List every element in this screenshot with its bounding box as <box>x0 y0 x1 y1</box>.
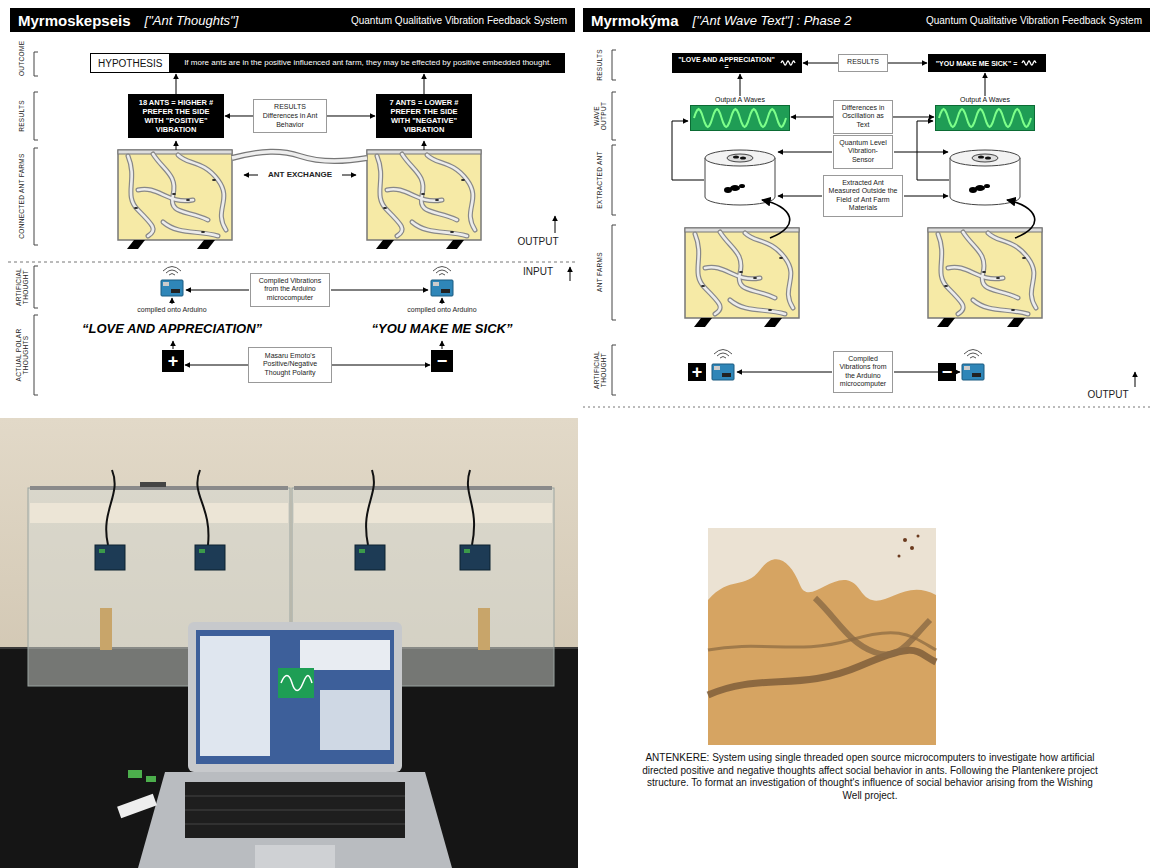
connector-arrow <box>176 74 177 94</box>
node-text: Myrmokýma <box>591 12 679 29</box>
node-text: Output A Waves <box>715 96 765 103</box>
wave-line <box>781 61 795 65</box>
connector-arrow <box>327 115 375 116</box>
node-text: HYPOTHESIS <box>90 53 170 73</box>
section-label: ACTUAL POLAR THOUGHTS <box>15 316 30 394</box>
node-text: Masaru Emoto's Positive/Negative Thought… <box>253 352 327 377</box>
wave-symbol <box>937 106 1033 130</box>
info-box: RESULTSDifferences in Ant Behavior <box>253 99 327 133</box>
node-text: − <box>437 352 448 370</box>
connector-arrow <box>893 116 934 117</box>
section-label: ANT FARMS <box>596 227 603 317</box>
node-text: If more ants are in the positive influen… <box>170 53 565 73</box>
node-text: Quantum Qualitative Vibration Feedback S… <box>926 15 1142 26</box>
node-text: Quantum Level Vibration-Sensor <box>838 139 888 164</box>
info-box: RESULTS <box>838 54 888 72</box>
section-label: EXTRACTED ANT <box>596 146 603 214</box>
node-text: ["Ant Thoughts"] <box>145 13 239 28</box>
wave-screen <box>935 105 1035 131</box>
wave-output-box: Output A Waves <box>935 96 1035 134</box>
section-label: RESULTS <box>596 49 603 81</box>
wave-line <box>1022 61 1036 65</box>
connector-arrow <box>803 63 838 64</box>
text-label: INPUT <box>513 266 563 278</box>
wave-symbol <box>692 106 788 130</box>
node-text: Differences in Ant Behavior <box>258 112 322 129</box>
title-band: Myrmokýma ["Ant Wave Text"] : Phase 2 Quan… <box>583 8 1150 32</box>
node-text: Compiled Vibrations from the Arduino mic… <box>838 355 888 389</box>
node-text: Quantum Qualitative Vibration Feedback S… <box>351 15 567 26</box>
connector-arrow <box>332 365 430 366</box>
polarity-sign: + <box>688 363 706 381</box>
node-text: Output A Waves <box>960 96 1010 103</box>
wave-symbol <box>1020 58 1038 68</box>
node-text: "YOU MAKE ME SICK" = <box>936 60 1018 67</box>
connector-arrow <box>740 74 741 96</box>
node-text: + <box>692 363 703 381</box>
wave-line <box>939 109 1031 127</box>
node-text: Compiled Vibrations from the Arduino mic… <box>255 277 325 302</box>
node-text: Extracted Ant Measured Outside the Field… <box>828 179 898 213</box>
wave-symbol <box>779 58 797 68</box>
info-box: Masaru Emoto's Positive/Negative Thought… <box>248 347 332 383</box>
hypothesis-box: HYPOTHESISIf more ants are in the positi… <box>90 53 565 73</box>
thought-quote: “YOU MAKE ME SICK” <box>337 322 547 337</box>
wave-output-box: Output A Waves <box>690 96 790 134</box>
section-label: CONNECTED ANT FARMS <box>18 149 25 243</box>
node-text: ["Ant Wave Text"] : Phase 2 <box>693 13 852 28</box>
section-label: ARTIFICIAL THOUGHT <box>593 345 608 395</box>
connector-arrow <box>424 74 425 94</box>
wave-screen <box>690 105 790 131</box>
connector-arrow <box>791 116 833 117</box>
node-text: RESULTS <box>274 103 306 111</box>
text-label: OUTPUT <box>513 236 563 248</box>
node-text: RESULTS <box>847 58 879 66</box>
text-label: ANT EXCHANGE <box>260 170 340 179</box>
result-box: "LOVE AND APPRECIATION" = <box>672 53 802 73</box>
thought-quote: “LOVE AND APPRECIATION” <box>52 322 292 337</box>
node-text: − <box>942 363 953 381</box>
node-text: + <box>168 352 179 370</box>
wave-line <box>694 109 786 127</box>
caption: ANTENKERE: System using single threaded … <box>640 752 1100 802</box>
section-label: OUTCOME <box>18 52 25 76</box>
section-label: ARTIFICIAL THOUGHT <box>15 264 30 310</box>
info-box: Quantum Level Vibration-Sensor <box>833 135 893 169</box>
info-box: Compiled Vibrations from the Arduino mic… <box>833 351 893 394</box>
connector-arrow <box>185 365 248 366</box>
node-text: Myrmoskepseis <box>18 12 131 29</box>
title-band: Myrmoskepseis ["Ant Thoughts"] Quantum Qua… <box>10 8 575 32</box>
polarity-sign: + <box>162 350 184 372</box>
section-label: WAVE OUTPUT <box>593 93 608 139</box>
polarity-sign: − <box>431 350 453 372</box>
result-box: 18 ANTS = HIGHER # PREFER THE SIDE WITH … <box>128 94 224 138</box>
info-box: Compiled Vibrations from the Arduino mic… <box>250 273 330 307</box>
info-box: Differences in Oscillation as Text <box>833 100 893 134</box>
result-box: 7 ANTS = LOWER # PREFER THE SIDE WITH "N… <box>376 94 472 138</box>
node-text: 7 ANTS = LOWER # PREFER THE SIDE WITH "N… <box>381 98 467 134</box>
polarity-sign: − <box>938 363 956 381</box>
connector-arrow <box>985 73 986 96</box>
node-text: Differences in Oscillation as Text <box>838 104 888 129</box>
text-label: compiled onto Arduino <box>387 306 497 314</box>
text-label: OUTPUT <box>1083 389 1133 401</box>
result-box: "YOU MAKE ME SICK" = <box>928 54 1046 72</box>
node-text: 18 ANTS = HIGHER # PREFER THE SIDE WITH … <box>133 98 219 134</box>
info-box: Extracted Ant Measured Outside the Field… <box>823 175 903 218</box>
node-text: "LOVE AND APPRECIATION" = <box>677 56 776 70</box>
connector-arrow <box>888 63 927 64</box>
connector-arrow <box>225 115 253 116</box>
text-label: compiled onto Arduino <box>117 306 227 314</box>
section-label: RESULTS <box>18 93 25 139</box>
